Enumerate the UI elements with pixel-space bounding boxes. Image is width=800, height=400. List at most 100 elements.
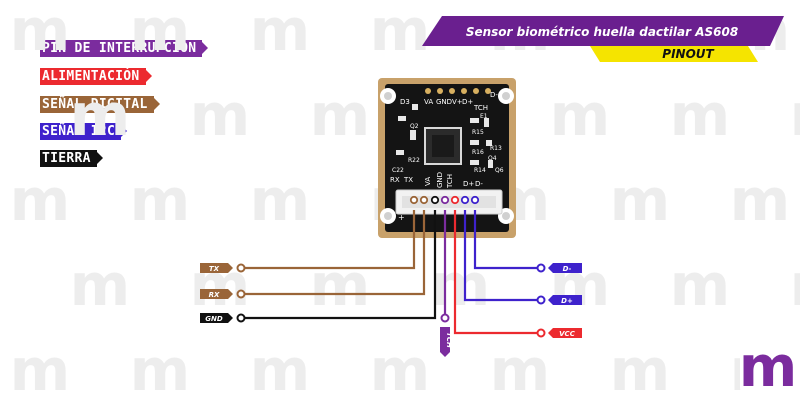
pin-label-rx: RX xyxy=(209,291,220,299)
silkscreen-header: RX TX VA GND TCH D+ D- xyxy=(390,172,483,189)
legend-power: ALIMENTACIÓN xyxy=(40,68,152,85)
pin-label-vcc: VCC xyxy=(559,330,576,338)
watermark-glyph: m xyxy=(310,251,370,319)
silk-label: TCH xyxy=(446,174,454,189)
svg-text:+: + xyxy=(398,213,405,222)
watermark-glyph: m xyxy=(790,81,800,149)
watermark-glyph: m xyxy=(130,336,190,400)
silk-label: GND xyxy=(436,98,452,106)
watermark-glyph: m xyxy=(10,0,70,64)
legend-i2c-signal: SEÑAL I2C xyxy=(40,123,127,140)
main-chip xyxy=(424,127,462,165)
header-title: Sensor biométrico huella dactilar AS608 xyxy=(466,25,738,39)
watermark-glyph: m xyxy=(190,81,250,149)
silk-label: VA xyxy=(424,98,433,106)
pin-tag-dplus xyxy=(548,295,582,305)
wire-dminus xyxy=(473,210,541,270)
silk-label: D+ xyxy=(462,98,473,106)
connector-pin-dminus xyxy=(470,195,480,205)
watermark-glyph: m xyxy=(670,81,730,149)
legend-power-label: ALIMENTACIÓN xyxy=(42,69,140,84)
pin-tag-tx xyxy=(200,263,233,273)
pin-label-tx: TX xyxy=(209,265,220,273)
silk-label: TCH xyxy=(473,104,488,112)
pin-wires xyxy=(236,195,546,338)
logo-glyph: m xyxy=(739,335,797,400)
legend-arrow xyxy=(144,68,152,84)
silk-label: VA xyxy=(424,177,432,186)
wire-vcc xyxy=(453,210,541,335)
silk-label: D+ xyxy=(463,180,474,188)
watermark-glyph: m xyxy=(430,251,490,319)
legend-arrow xyxy=(119,123,127,139)
header-banner: Sensor biométrico huella dactilar AS608 … xyxy=(422,16,784,62)
silk-label: E1 xyxy=(480,113,488,120)
wire-endpoint-rx xyxy=(236,289,246,299)
watermark-glyph: m xyxy=(610,166,670,234)
pin-label-dminus: D- xyxy=(563,265,572,273)
pin-tag-gnd xyxy=(200,313,233,323)
pin-tag-tch xyxy=(440,327,450,357)
silk-label: C22 xyxy=(392,167,404,174)
header-subtitle: PINOUT xyxy=(662,47,714,61)
wire-endpoint-tch xyxy=(440,313,450,323)
wire-endpoint-tx xyxy=(236,263,246,273)
wire-endpoint-dminus xyxy=(536,263,546,273)
silkscreen-components: E1 R13 Q2 Q4 R22 R15 R16 Q6 R14 C22 xyxy=(392,113,504,174)
wire-endpoint-vcc xyxy=(536,328,546,338)
watermark-glyph: m xyxy=(550,251,610,319)
connector-pin-rx xyxy=(419,195,429,205)
silk-label: R22 xyxy=(408,157,420,164)
top-pads xyxy=(425,88,491,94)
watermark-glyph: m xyxy=(790,251,800,319)
silk-label: D- xyxy=(475,180,483,188)
silk-label: V+ xyxy=(452,98,463,106)
watermark-glyph: m xyxy=(10,336,70,400)
wire-tx xyxy=(241,210,416,270)
silk-label: R14 xyxy=(474,167,486,174)
silkscreen-top: D3 VA GND V+ D+ TCH D- xyxy=(400,91,498,112)
legend-ground-label: TIERRA xyxy=(42,151,91,166)
pin-label-tch: TCH xyxy=(445,332,453,348)
connector-pin-vcc xyxy=(450,195,460,205)
watermark-glyph: m xyxy=(250,0,310,64)
pin-tag-vcc xyxy=(548,328,582,338)
silk-label: Q6 xyxy=(495,167,504,174)
pin-label-dplus: D+ xyxy=(561,297,573,305)
legend-arrow xyxy=(95,150,103,166)
legend-interrupt-pin: PIN DE INTERRUPCIÓN xyxy=(40,40,208,57)
brand-logo: m xyxy=(739,335,797,400)
wire-gnd xyxy=(241,210,437,320)
pin-tag-dminus xyxy=(548,263,582,273)
silk-label: RX xyxy=(390,176,400,184)
watermark-glyph: m xyxy=(130,166,190,234)
connector-pin-gnd xyxy=(430,195,440,205)
silk-label: Q2 xyxy=(410,123,419,130)
watermark-glyph: m xyxy=(310,81,370,149)
silk-label: D3 xyxy=(400,98,410,106)
watermark-glyph: m xyxy=(250,166,310,234)
wire-endpoint-gnd xyxy=(236,313,246,323)
legend-arrow xyxy=(200,40,208,56)
connector-pin-tch xyxy=(440,195,450,205)
watermark-glyph: m xyxy=(610,336,670,400)
connector-pin-tx xyxy=(409,195,419,205)
watermark-glyph: m xyxy=(130,0,190,64)
watermark-glyph: m xyxy=(730,166,790,234)
wire-rx xyxy=(241,210,426,296)
watermark-glyph: m xyxy=(490,336,550,400)
watermark-glyph: m xyxy=(370,0,430,64)
legend-digital-label: SEÑAL DIGITAL xyxy=(42,97,148,112)
wire-endpoint-dplus xyxy=(536,295,546,305)
silk-label: GND xyxy=(436,172,444,188)
watermark-glyph: m xyxy=(370,336,430,400)
legend-ground: TIERRA xyxy=(40,150,103,167)
watermark-glyph: m xyxy=(190,251,250,319)
wire-dplus xyxy=(463,210,541,302)
legend-digital-signal: SEÑAL DIGITAL xyxy=(40,96,160,113)
silk-label: R13 xyxy=(490,145,502,152)
smd-components xyxy=(396,104,493,168)
silk-label: TX xyxy=(403,176,413,184)
